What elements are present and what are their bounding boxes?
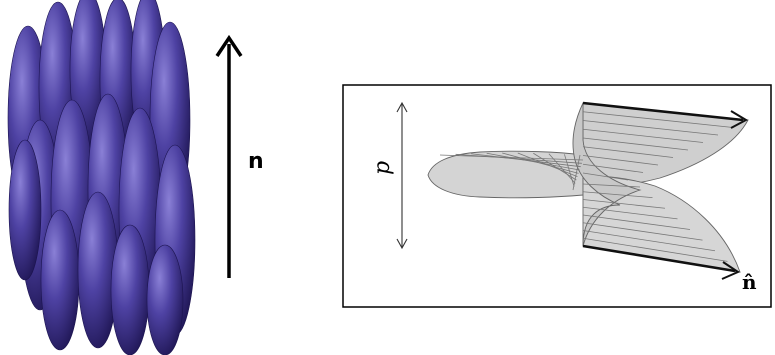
director-arrow-top xyxy=(582,101,749,129)
pitch-label: p xyxy=(370,161,395,175)
nematic-ellipsoids xyxy=(7,0,196,355)
director-arrow-left xyxy=(215,34,243,278)
helix-surface xyxy=(427,102,749,273)
ellipsoid-molecule xyxy=(146,244,184,355)
pitch-double-arrow xyxy=(396,101,408,250)
helix-rulings xyxy=(439,102,749,273)
ellipsoid-molecule xyxy=(110,224,150,355)
director-label-right: n̂ xyxy=(742,270,757,294)
ellipsoid-molecule xyxy=(40,209,80,351)
director-arrow-bottom xyxy=(582,244,741,280)
ellipsoid-molecule xyxy=(8,139,42,281)
director-label-left: n xyxy=(248,149,264,174)
